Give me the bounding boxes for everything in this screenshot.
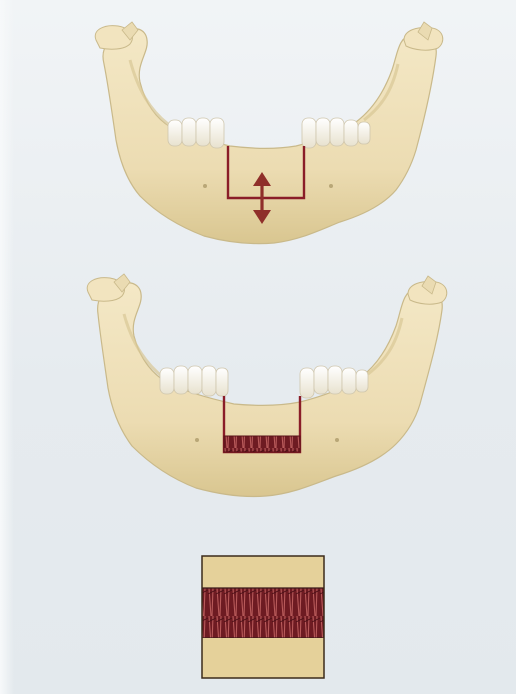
detail-regenerate <box>202 588 324 638</box>
mandible-bottom <box>87 274 447 497</box>
regenerate-zone <box>224 436 300 452</box>
mental-foramen-left <box>203 184 207 188</box>
mental-foramen-left-bottom <box>195 438 199 442</box>
mental-foramen-right <box>329 184 333 188</box>
detail-bone-upper <box>202 556 324 588</box>
mandible-bottom-body <box>98 283 443 497</box>
teeth-left-bottom <box>160 366 228 396</box>
detail-bone-lower <box>202 638 324 678</box>
mental-foramen-right-bottom <box>335 438 339 442</box>
mandible-top <box>95 22 443 244</box>
regenerate-detail-panel <box>202 556 324 678</box>
